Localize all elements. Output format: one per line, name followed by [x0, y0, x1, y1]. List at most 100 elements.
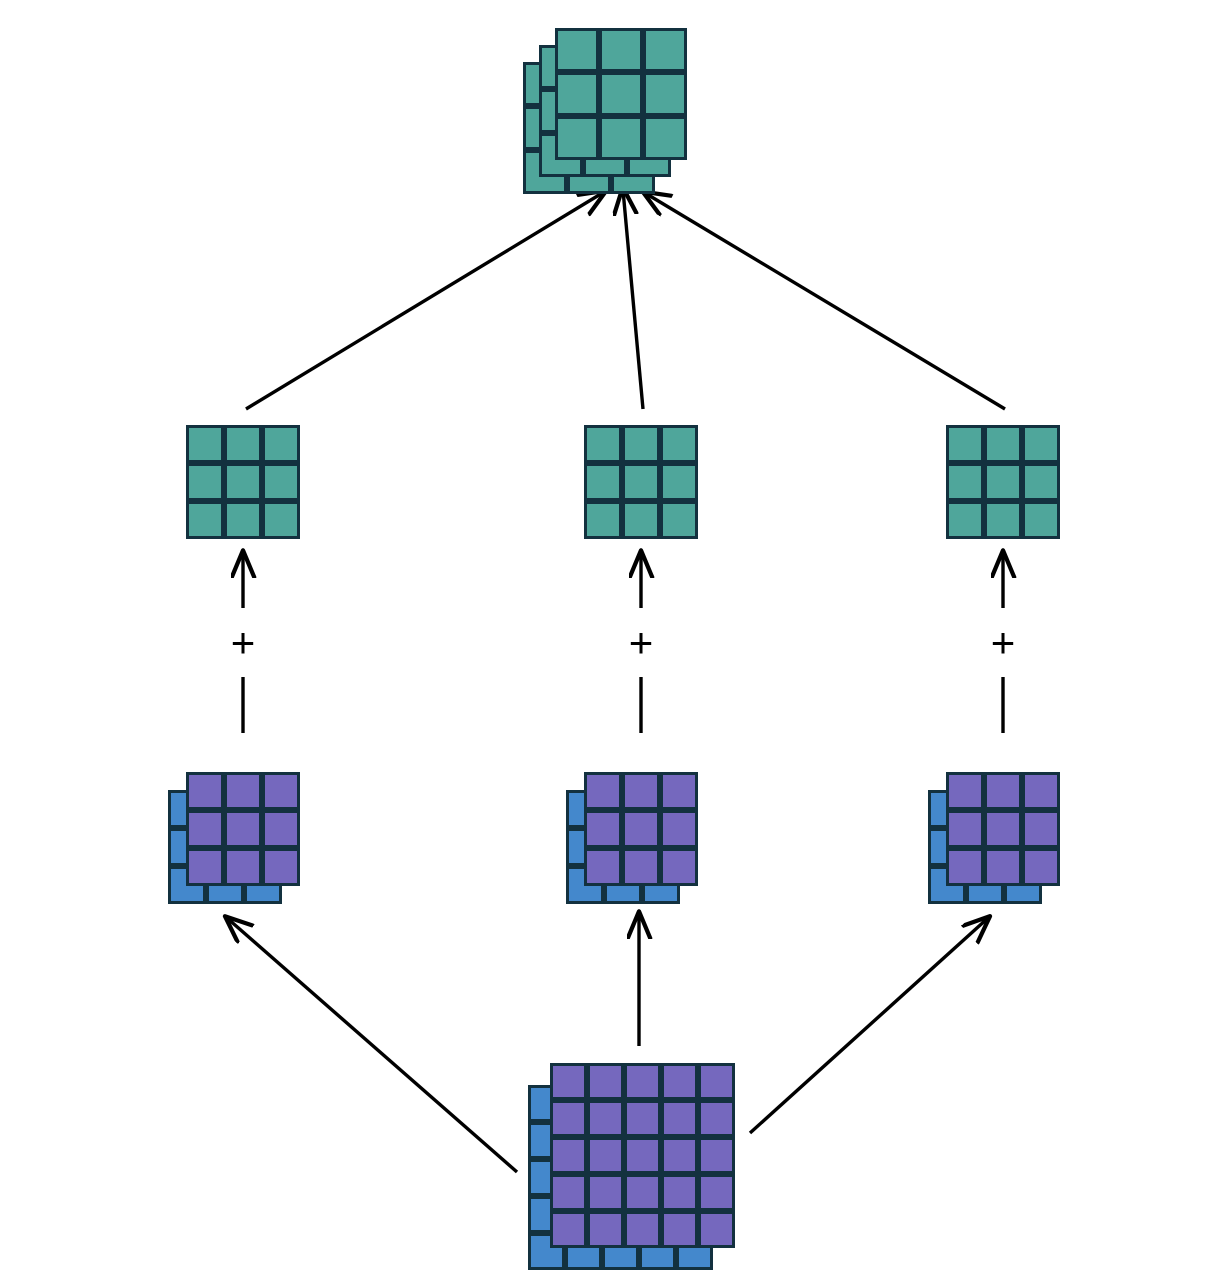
grid-cell	[550, 1211, 587, 1248]
grid-cell	[262, 848, 300, 886]
blue-purple-group-center-layer-2	[584, 772, 698, 886]
grid-cell	[587, 1137, 624, 1174]
grid-cell	[584, 425, 622, 463]
plus-operator-center: +	[628, 619, 654, 666]
grid-cell	[584, 848, 622, 886]
grid-cell	[584, 463, 622, 501]
grid-cell	[186, 425, 224, 463]
edge-teal-center-to-output	[623, 190, 645, 410]
grid-cell	[984, 810, 1022, 848]
input-feature-map-layer-2	[550, 1063, 735, 1248]
grid-cell	[1022, 463, 1060, 501]
grid-cell	[984, 501, 1022, 539]
grid-cell	[643, 28, 687, 72]
grid-cell	[186, 463, 224, 501]
grid-cell	[262, 425, 300, 463]
grid-cell	[624, 1174, 661, 1211]
grid-cell	[1022, 848, 1060, 886]
grid-cell	[984, 425, 1022, 463]
grid-cell	[599, 28, 643, 72]
grid-cell	[661, 1063, 698, 1100]
edge-input-to-group-right	[748, 918, 988, 1135]
grid-cell	[698, 1211, 735, 1248]
grid-cell	[584, 772, 622, 810]
grid-cell	[624, 1100, 661, 1137]
grid-cell	[660, 425, 698, 463]
grid-cell	[224, 848, 262, 886]
grid-cell	[643, 116, 687, 160]
grid-cell	[224, 810, 262, 848]
plus-operator-left: +	[230, 619, 256, 666]
grid-cell	[224, 463, 262, 501]
grid-cell	[643, 72, 687, 116]
grid-cell	[622, 848, 660, 886]
grid-cell	[587, 1100, 624, 1137]
blue-purple-group-right-layer-2	[946, 772, 1060, 886]
grid-cell	[186, 848, 224, 886]
edge-teal-right-to-output	[645, 193, 1006, 411]
grid-cell	[584, 501, 622, 539]
grid-cell	[224, 772, 262, 810]
grid-cell	[946, 772, 984, 810]
grid-cell	[698, 1137, 735, 1174]
grid-cell	[661, 1137, 698, 1174]
blue-purple-group-left-layer-2	[186, 772, 300, 886]
grid-cell	[186, 810, 224, 848]
grid-cell	[587, 1174, 624, 1211]
grid-cell	[550, 1174, 587, 1211]
grid-cell	[698, 1063, 735, 1100]
edge-group	[227, 190, 1006, 1174]
teal-feature-map-left-layer-1	[186, 425, 300, 539]
grid-cell	[584, 810, 622, 848]
grid-cell	[946, 848, 984, 886]
grid-cell	[622, 501, 660, 539]
grid-cell	[661, 1211, 698, 1248]
grid-cell	[660, 848, 698, 886]
grid-cell	[262, 810, 300, 848]
grid-cell	[661, 1100, 698, 1137]
teal-feature-map-right-layer-1	[946, 425, 1060, 539]
grid-cell	[946, 501, 984, 539]
grid-cell	[262, 463, 300, 501]
grid-cell	[1022, 772, 1060, 810]
grid-cell	[660, 501, 698, 539]
grid-cell	[984, 848, 1022, 886]
grid-cell	[660, 772, 698, 810]
grid-cell	[946, 463, 984, 501]
grid-cell	[698, 1174, 735, 1211]
grid-cell	[660, 463, 698, 501]
grid-cell	[622, 772, 660, 810]
grid-cell	[186, 501, 224, 539]
grid-cell	[660, 810, 698, 848]
grid-cell	[555, 72, 599, 116]
edge-teal-left-to-output	[245, 192, 604, 411]
grid-cell	[587, 1063, 624, 1100]
grid-cell	[550, 1063, 587, 1100]
grid-cell	[262, 772, 300, 810]
grid-cell	[984, 772, 1022, 810]
grid-cell	[624, 1211, 661, 1248]
grid-cell	[1022, 810, 1060, 848]
grid-cell	[587, 1211, 624, 1248]
grid-cell	[622, 425, 660, 463]
grid-cell	[224, 425, 262, 463]
grid-cell	[661, 1174, 698, 1211]
output-feature-map-stack-layer-3	[555, 28, 687, 160]
grid-cell	[1022, 501, 1060, 539]
grid-cell	[624, 1063, 661, 1100]
grid-cell	[698, 1100, 735, 1137]
teal-feature-map-center-layer-1	[584, 425, 698, 539]
grid-cell	[550, 1100, 587, 1137]
grid-cell	[599, 116, 643, 160]
grid-cell	[946, 810, 984, 848]
grid-cell	[624, 1137, 661, 1174]
grid-cell	[550, 1137, 587, 1174]
grid-cell	[555, 28, 599, 72]
grid-cell	[984, 463, 1022, 501]
grid-cell	[186, 772, 224, 810]
grid-cell	[1022, 425, 1060, 463]
grid-cell	[262, 501, 300, 539]
grid-cell	[599, 72, 643, 116]
grid-cell	[622, 463, 660, 501]
grid-cell	[622, 810, 660, 848]
